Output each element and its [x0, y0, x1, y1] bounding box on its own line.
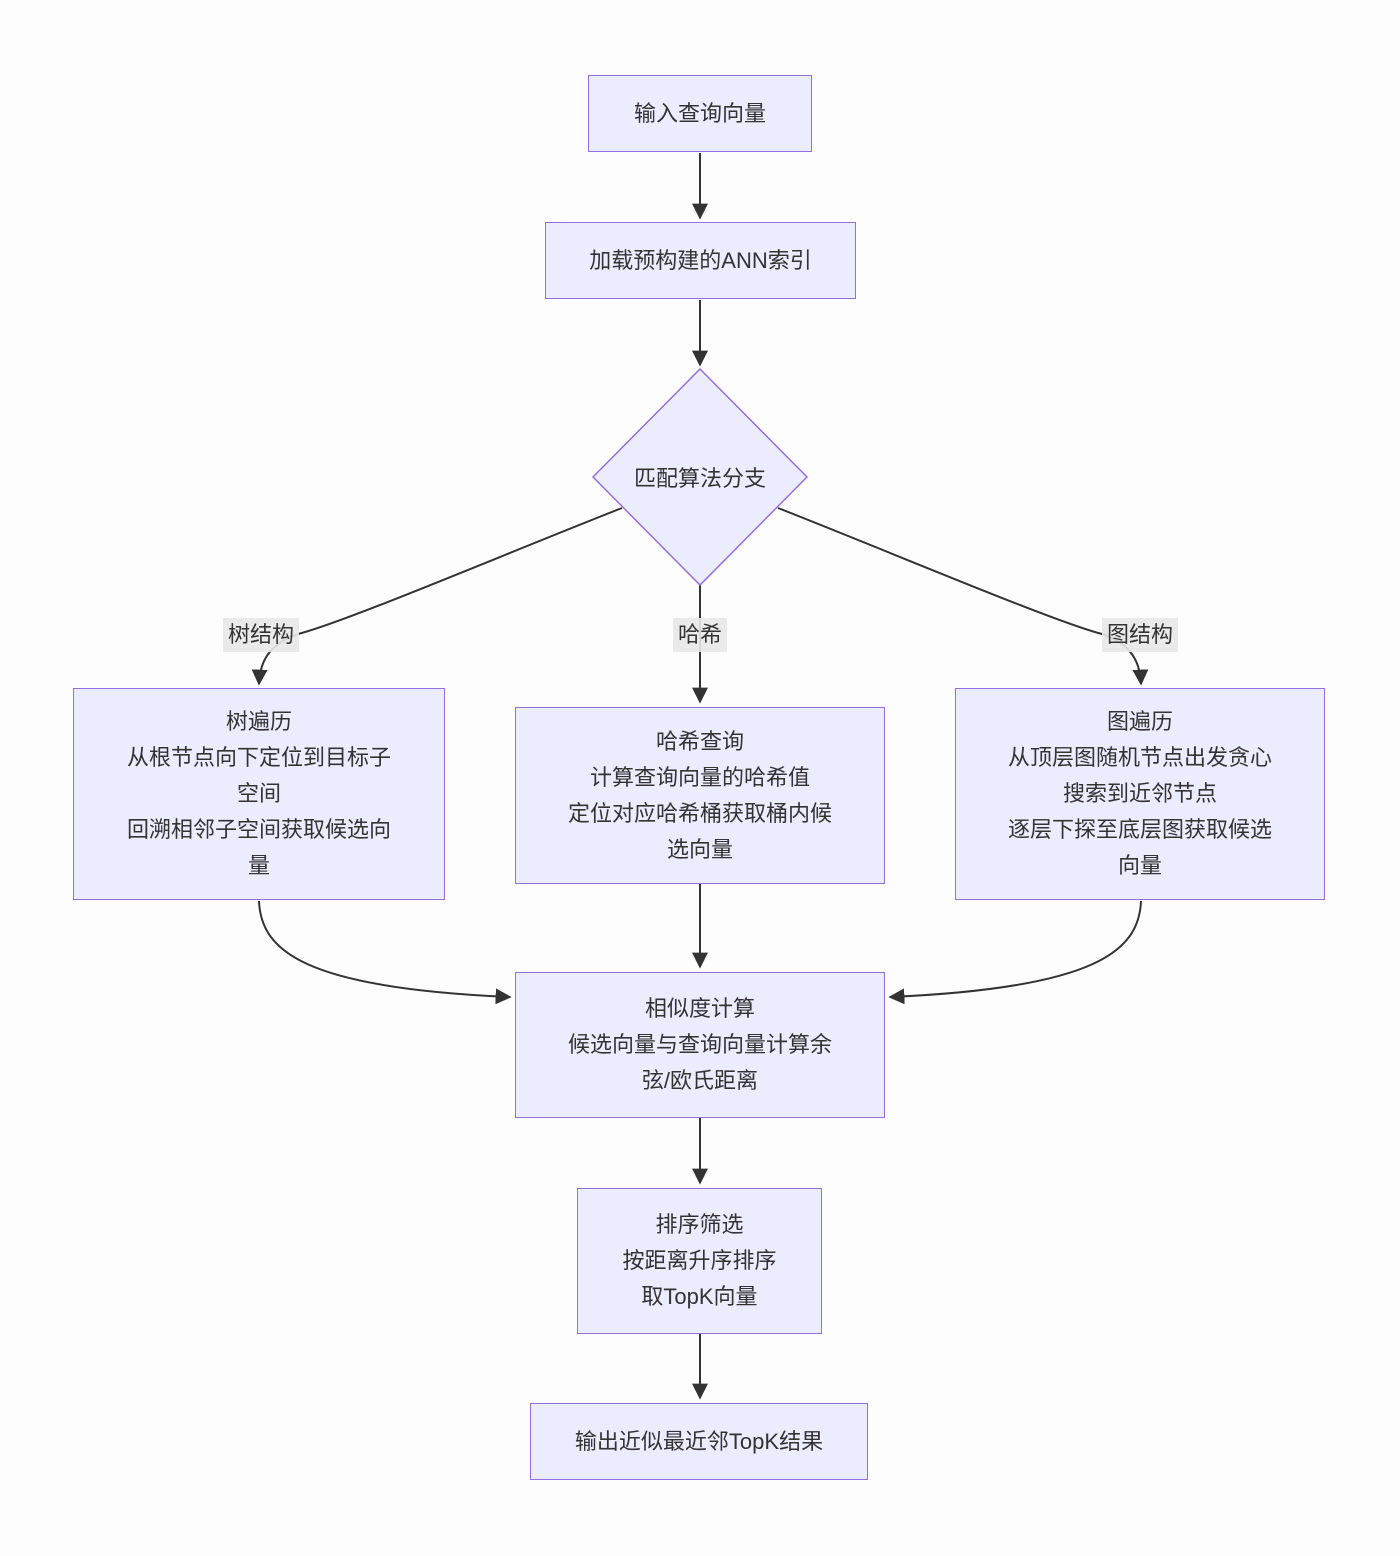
edge-branch-graph [777, 507, 1149, 686]
edge-label-hash: 哈希 [672, 618, 728, 652]
node-sort-filter: 排序筛选 按距离升序排序 取TopK向量 [577, 1188, 822, 1334]
node-input-query-vector: 输入查询向量 [588, 75, 812, 152]
node-load-ann-index: 加载预构建的ANN索引 [545, 222, 856, 299]
edge-branch-tree [251, 507, 623, 686]
edge-label-graph-structure: 图结构 [1101, 618, 1179, 652]
edge-graph-similarity [888, 900, 1142, 1005]
node-output-topk-result: 输出近似最近邻TopK结果 [530, 1403, 868, 1480]
edge-tree-similarity [258, 900, 512, 1005]
node-branch-decision-label: 匹配算法分支 [633, 466, 766, 491]
edge-label-tree-structure: 树结构 [222, 618, 300, 652]
node-similarity-computation: 相似度计算 候选向量与查询向量计算余 弦/欧氏距离 [515, 972, 885, 1118]
node-hash-lookup: 哈希查询 计算查询向量的哈希值 定位对应哈希桶获取桶内候 选向量 [515, 707, 885, 884]
node-tree-traversal: 树遍历 从根节点向下定位到目标子 空间 回溯相邻子空间获取候选向 量 [73, 688, 445, 900]
decision-diamond [591, 367, 809, 587]
node-graph-traversal: 图遍历 从顶层图随机节点出发贪心 搜索到近邻节点 逐层下探至底层图获取候选 向量 [955, 688, 1325, 900]
